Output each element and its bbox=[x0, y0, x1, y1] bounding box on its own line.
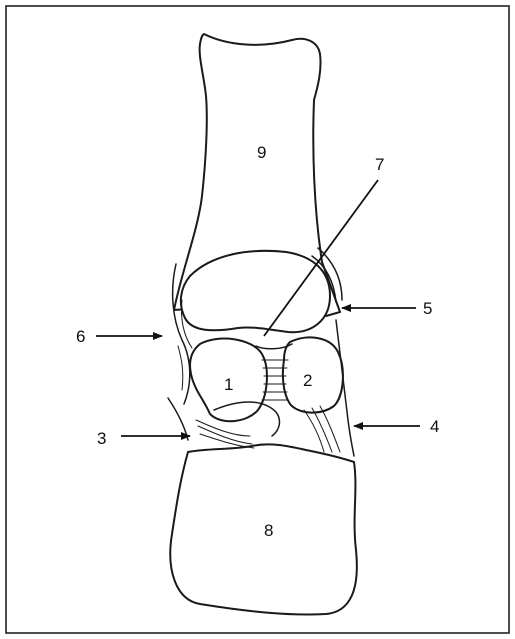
label-5: 5 bbox=[423, 299, 432, 318]
label-1: 1 bbox=[224, 375, 233, 394]
label-4: 4 bbox=[430, 417, 439, 436]
label-2: 2 bbox=[303, 371, 312, 390]
label-3: 3 bbox=[97, 429, 106, 448]
sesamoid-lateral bbox=[283, 337, 343, 412]
label-6: 6 bbox=[76, 327, 85, 346]
label-9: 9 bbox=[257, 143, 266, 162]
label-8: 8 bbox=[264, 521, 273, 540]
label-7: 7 bbox=[375, 155, 384, 174]
